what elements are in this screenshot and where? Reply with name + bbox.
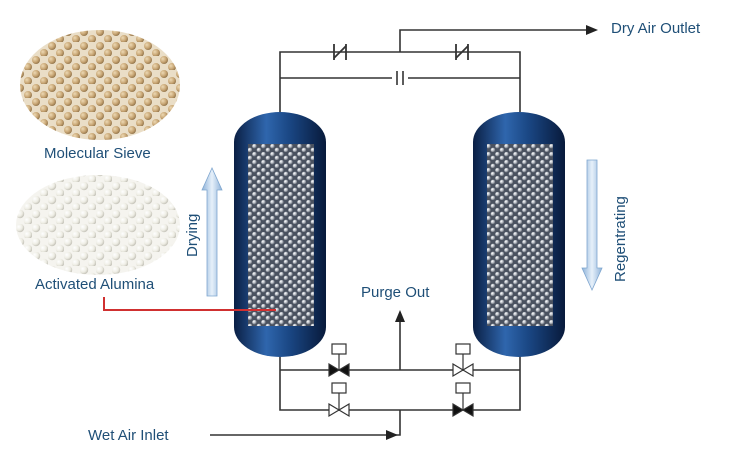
alumina-pointer-line <box>103 297 276 311</box>
activated-alumina-sample <box>16 175 180 275</box>
purge-out-label: Purge Out <box>361 284 430 301</box>
activated-alumina-label: Activated Alumina <box>35 276 155 293</box>
outlet-arrowhead <box>586 25 598 35</box>
right-vessel <box>473 112 565 357</box>
inlet-arrowhead <box>386 430 398 440</box>
regenerating-flow-arrow <box>581 159 603 291</box>
regenerating-label: Regentrating <box>612 196 629 282</box>
molecular-sieve-label: Molecular Sieve <box>44 145 151 162</box>
drying-label: Drying <box>184 213 201 257</box>
piping <box>210 29 590 436</box>
molecular-sieve-sample <box>20 30 180 140</box>
dry-air-outlet-label: Dry Air Outlet <box>611 20 701 37</box>
gate-valve-icon <box>328 382 350 418</box>
drying-flow-arrow <box>201 167 223 297</box>
wet-air-inlet-label: Wet Air Inlet <box>88 427 169 444</box>
orifice-icon <box>392 71 408 85</box>
check-valve-icon <box>333 44 347 60</box>
check-valve-icon <box>455 44 469 60</box>
gate-valve-icon <box>452 382 474 418</box>
gate-valve-icon <box>452 343 474 378</box>
left-vessel <box>234 112 326 357</box>
purge-arrowhead <box>395 310 405 322</box>
gate-valve-icon <box>328 343 350 378</box>
